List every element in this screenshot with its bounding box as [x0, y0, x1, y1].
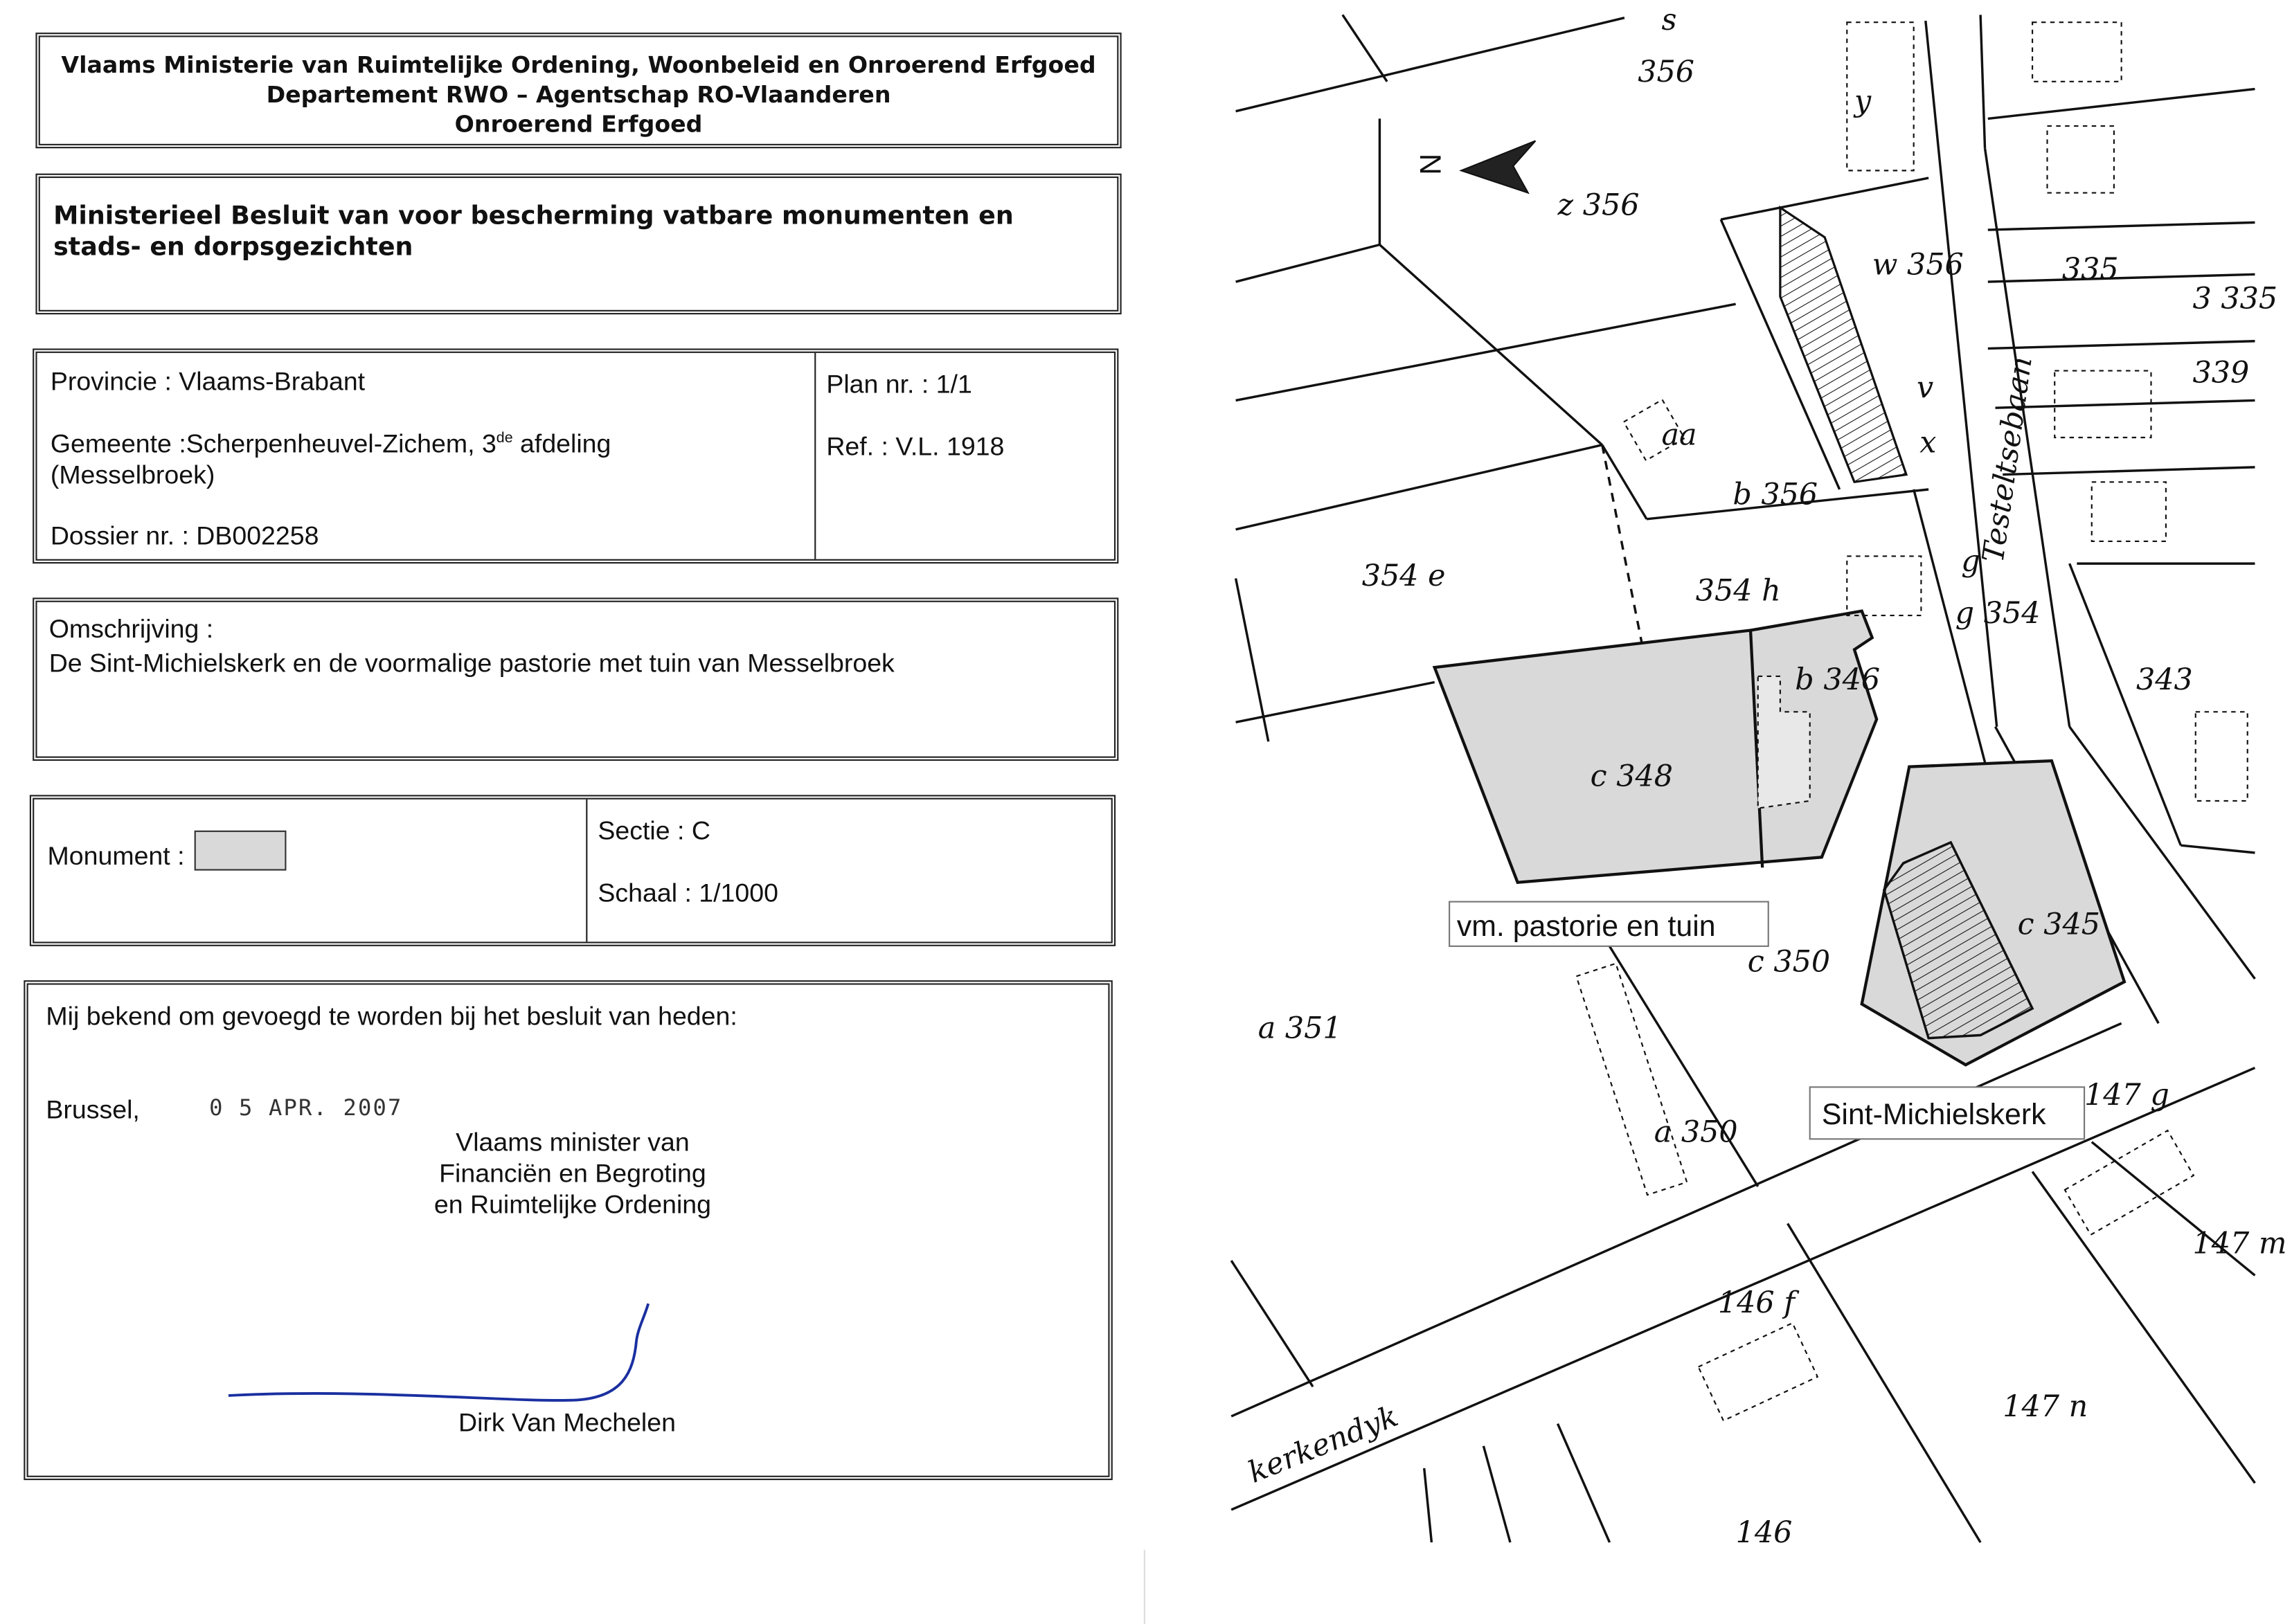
- provincie: Provincie : Vlaams-Brabant: [50, 366, 366, 397]
- ministry-header: Vlaams Ministerie van Ruimtelijke Ordeni…: [35, 33, 1122, 149]
- parcel-lines: [1230, 14, 2256, 1543]
- parcel-number: 146 f: [1718, 1285, 1800, 1320]
- parcel-number: 335: [2062, 252, 2119, 287]
- north-label: N: [1414, 154, 1447, 175]
- dossier-number: Dossier nr. : DB002258: [50, 520, 319, 550]
- parcel-number: g 354: [1955, 596, 2041, 631]
- parcel-number: y: [1853, 84, 1872, 119]
- building-church: [1882, 840, 2034, 1040]
- street-name-kerkendijk: kerkendyk: [1244, 1399, 1403, 1490]
- monument-legend-swatch: [194, 830, 287, 871]
- gemeente-text: Gemeente :Scherpenheuvel-Zichem, 3: [50, 428, 496, 459]
- decree-title: Ministerieel Besluit van voor beschermin…: [53, 201, 1014, 263]
- description-text: De Sint-Michielskerk en de voormalige pa…: [48, 648, 895, 678]
- parcel-number: c 345: [2018, 908, 2100, 942]
- date-stamp: 0 5 APR. 2007: [209, 1094, 403, 1121]
- parcel-number: 147 m: [2192, 1226, 2286, 1261]
- department-name: Departement RWO – Agentschap RO-Vlaander…: [266, 81, 891, 109]
- signature-city: Brussel,: [46, 1094, 140, 1124]
- parcel-number: w 356: [1872, 247, 1964, 282]
- parcel-number: 343: [2136, 662, 2193, 697]
- divider: [586, 799, 588, 942]
- signature-box: Mij bekend om gevoegd te worden bij het …: [24, 980, 1113, 1481]
- label-church-text: Sint-Michielskerk: [1822, 1098, 2046, 1131]
- parcel-number: 356: [1638, 55, 1694, 89]
- label-pastorie: vm. pastorie en tuin: [1449, 901, 1769, 947]
- parcel-number: a 350: [1654, 1115, 1738, 1150]
- dotted-buildings: [1575, 21, 2248, 1422]
- label-church: Sint-Michielskerk: [1809, 1086, 2086, 1140]
- parcel-number: s: [1661, 3, 1676, 37]
- minister-title-line: en Ruimtelijke Ordening: [433, 1189, 712, 1220]
- monument-label: Monument :: [47, 840, 185, 871]
- scan-edge: [1143, 1549, 1145, 1624]
- parcel-number: c 350: [1748, 944, 1830, 979]
- parcel-number: c 348: [1591, 759, 1673, 793]
- parcel-divider: [1748, 630, 1764, 868]
- schaal: Schaal : 1/1000: [598, 878, 778, 908]
- parcel-number: 3 335: [2192, 282, 2277, 316]
- parcel-number: v: [1917, 370, 1933, 405]
- parcel-number: 354 e: [1362, 559, 1446, 593]
- parcel-number: b 356: [1733, 477, 1818, 512]
- gemeente: Gemeente :Scherpenheuvel-Zichem, 3de afd…: [51, 428, 611, 460]
- location-box: Provincie : Vlaams-Brabant Gemeente :Sch…: [33, 348, 1119, 564]
- parcel-number: a 351: [1258, 1011, 1342, 1046]
- ministry-name: Vlaams Ministerie van Ruimtelijke Ordeni…: [61, 51, 1096, 79]
- gemeente-suffix: afdeling: [512, 428, 611, 459]
- gemeente-sup: de: [496, 430, 513, 447]
- parcel-pastorie: [1432, 609, 1879, 884]
- divider: [814, 352, 816, 559]
- agency-name: Onroerend Erfgoed: [454, 111, 703, 138]
- building-pastorie: [1757, 675, 1811, 809]
- description-label: Omschrijving :: [48, 613, 214, 644]
- parcel-number: z 356: [1557, 188, 1640, 223]
- parcel-number: g: [1961, 544, 1980, 579]
- parcel-number: 339: [2192, 356, 2249, 390]
- reference: Ref. : V.L. 1918: [826, 431, 1005, 462]
- north-arrow: N: [1414, 140, 1537, 195]
- parcel-number: 147 g: [2084, 1078, 2169, 1112]
- parcel-number: 354 h: [1696, 574, 1781, 608]
- handwritten-signature: [228, 1303, 650, 1402]
- sectie: Sectie : C: [598, 815, 710, 846]
- minister-title-line: Vlaams minister van: [456, 1127, 690, 1157]
- description-box: Omschrijving : De Sint-Michielskerk en d…: [33, 597, 1119, 761]
- gemeente-deelgemeente: (Messelbroek): [50, 460, 215, 489]
- minister-name: Dirk Van Mechelen: [458, 1407, 676, 1437]
- parcel-number: 146: [1736, 1515, 1793, 1550]
- signature-intro: Mij bekend om gevoegd te worden bij het …: [46, 1001, 737, 1031]
- minister-title-line: Financiën en Begroting: [439, 1158, 706, 1189]
- building-hatched: [1779, 205, 1908, 484]
- parcel-number: aa: [1661, 418, 1696, 453]
- parcel-number: b 346: [1795, 662, 1880, 697]
- plan-number: Plan nr. : 1/1: [826, 369, 972, 399]
- decree-title-box: Ministerieel Besluit van voor beschermin…: [35, 173, 1122, 315]
- parcel-number: x: [1919, 425, 1936, 460]
- minister-title: Vlaams minister van Financiën en Begroti…: [28, 1127, 1118, 1220]
- label-pastorie-text: vm. pastorie en tuin: [1457, 910, 1716, 943]
- parcel-number: 147 n: [2003, 1389, 2088, 1424]
